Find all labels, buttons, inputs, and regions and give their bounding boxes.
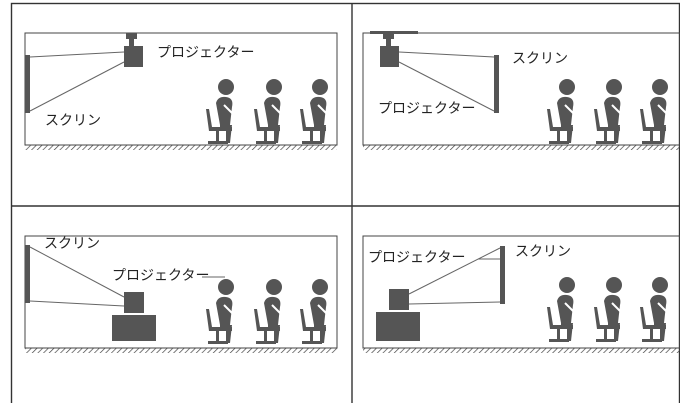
seated-person-icon [253,278,287,345]
seated-person-icon [205,278,239,345]
projection-ray [29,61,125,112]
projector-label: プロジェクター [368,250,465,266]
seated-person-icon [593,78,627,145]
floor-hatch [25,145,337,150]
projector-icon [124,292,144,313]
seated-person-icon [546,78,580,145]
table-icon [112,315,156,341]
seated-person-icon [546,276,580,343]
projection-ray [29,300,125,307]
ceiling-bar [370,31,418,34]
screen-label: スクリン [44,236,100,252]
projection-ray [398,51,495,58]
seated-person-icon [639,78,673,145]
panel-ceiling-front: プロジェクター スクリン [24,32,338,150]
screen-icon [25,245,30,303]
screen-label: スクリン [45,113,101,129]
panel-ceiling-rear: スクリン プロジェクター [362,31,680,150]
projection-ray [398,61,495,112]
floor-hatch [363,145,680,150]
projection-ray [408,247,501,295]
panel-table-front: スクリン プロジェクター [24,235,338,353]
screen-label: スクリン [512,51,568,67]
ceiling-mount-icon [126,33,137,46]
seated-person-icon [593,276,627,343]
seated-person-icon [253,78,287,145]
projection-ray [29,51,125,58]
screen-icon [500,246,505,304]
panel-table-rear: プロジェクター スクリン [362,235,680,353]
floor-hatch [363,348,680,353]
projector-icon [380,46,399,67]
ceiling-mount-icon [383,33,394,46]
projector-label: プロジェクター [157,45,254,61]
projector-label: プロジェクター [112,268,209,284]
room-outline [24,235,338,349]
projector-icon [124,46,143,67]
screen-icon [494,55,499,113]
seated-person-icon [299,78,333,145]
seated-person-icon [205,78,239,145]
projector-icon [389,289,409,310]
floor-hatch [25,348,337,353]
screen-icon [25,55,30,113]
projection-ray [408,301,501,305]
projection-ray [29,246,125,298]
seated-person-icon [639,276,673,343]
seated-person-icon [299,278,333,345]
projector-label: プロジェクター [378,101,475,117]
table-icon [376,312,420,341]
screen-label: スクリン [515,244,571,260]
room-outline [362,32,680,146]
outer-frame [10,2,680,403]
